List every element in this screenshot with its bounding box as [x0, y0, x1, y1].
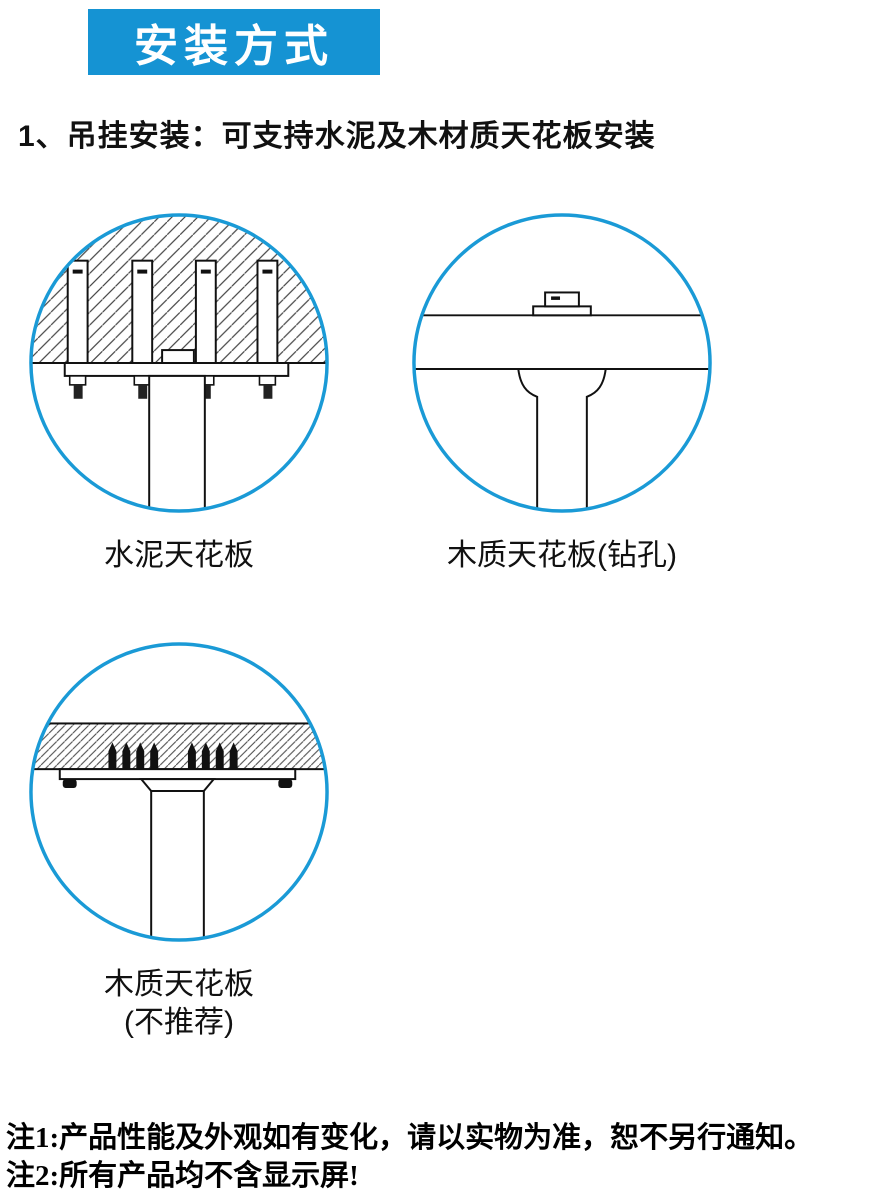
- pole-flange-right: [585, 368, 607, 512]
- section-title: 安装方式: [134, 22, 334, 71]
- pole-flange: [139, 778, 216, 792]
- hanging-pole: [150, 790, 205, 941]
- pole-flange-left: [517, 368, 539, 512]
- install-method-heading: 1、吊挂安装：可支持水泥及木材质天花板安装: [18, 120, 656, 153]
- circle-border: [29, 642, 329, 942]
- wood-screws: [108, 742, 238, 770]
- nut-mark: [551, 296, 561, 300]
- washer-plate: [532, 305, 592, 317]
- footnotes: 注1:产品性能及外观如有变化，请以实物为准，恕不另行通知。 注2:所有产品均不含…: [6, 1119, 876, 1195]
- wood-board-hatch: [30, 722, 328, 771]
- diagram-wood-ceiling-screws: [25, 638, 333, 946]
- wood-ceiling-screws-svg: [29, 642, 329, 942]
- concrete-ceiling-svg: [29, 213, 329, 513]
- pole-boss: [161, 349, 195, 364]
- label-wood-ceiling-line2: (不推荐): [124, 1006, 234, 1039]
- label-concrete-ceiling: 水泥天花板: [104, 539, 254, 572]
- label-wood-ceiling-not-recommended: 木质天花板 (不推荐): [25, 966, 333, 1042]
- label-wood-ceiling-line1: 木质天花板: [104, 968, 254, 1001]
- hanging-pole: [148, 374, 206, 512]
- circle-border: [412, 213, 712, 513]
- plate-end-cap-left: [62, 779, 77, 789]
- label-wood-ceiling-drilled: 木质天花板(钻孔): [447, 539, 677, 572]
- wood-ceiling-drilled-svg: [412, 213, 712, 513]
- diagram-wood-ceiling-drilled: [408, 209, 716, 517]
- mounting-plate: [58, 768, 297, 781]
- mounting-plate: [63, 362, 290, 377]
- top-nut: [544, 291, 580, 308]
- circle-border: [29, 213, 329, 513]
- plate-end-cap-right: [278, 779, 293, 789]
- diagram-concrete-ceiling: [25, 209, 333, 517]
- section-title-banner: 安装方式: [88, 9, 380, 75]
- footnote-1: 注1:产品性能及外观如有变化，请以实物为准，恕不另行通知。: [6, 1122, 814, 1154]
- footnote-2: 注2:所有产品均不含显示屏!: [6, 1160, 359, 1192]
